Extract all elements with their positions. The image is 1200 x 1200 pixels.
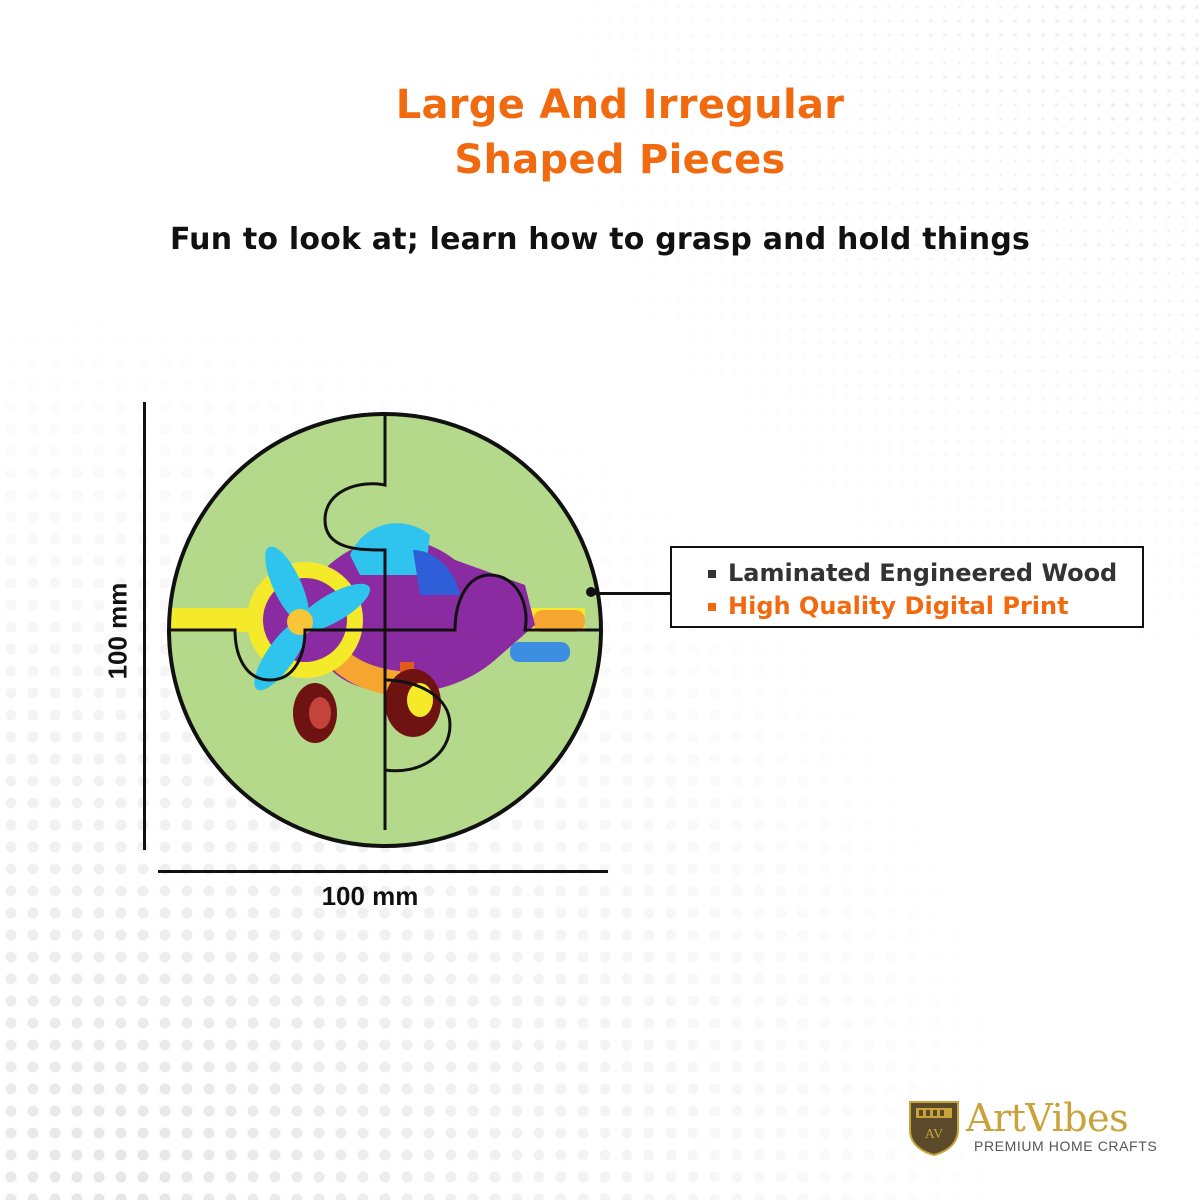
- title-line-2: Shaped Pieces: [454, 137, 786, 183]
- spec-leader-line: [591, 592, 673, 595]
- spec-material: Laminated Engineered Wood: [708, 557, 1142, 590]
- brand-name: ArtVibes: [966, 1096, 1129, 1140]
- page-title: Large And Irregular Shaped Pieces: [0, 78, 1200, 188]
- spec-print-label: High Quality Digital Print: [728, 592, 1069, 620]
- puzzle-illustration: [167, 412, 603, 848]
- title-line-1: Large And Irregular: [395, 82, 845, 128]
- bullet-icon: [708, 602, 716, 611]
- spec-leader-dot: [586, 587, 596, 597]
- height-label: 100 mm: [102, 582, 133, 680]
- spec-material-label: Laminated Engineered Wood: [728, 559, 1118, 587]
- spec-print: High Quality Digital Print: [708, 590, 1142, 623]
- height-dimension-line: [143, 402, 146, 850]
- brand-tagline: PREMIUM HOME CRAFTS: [974, 1138, 1158, 1154]
- bullet-icon: [708, 569, 716, 578]
- shield-icon: AV: [909, 1101, 959, 1156]
- spec-box: Laminated Engineered Wood High Quality D…: [670, 546, 1144, 628]
- width-dimension-line: [158, 870, 608, 873]
- brand-monogram: AV: [925, 1127, 943, 1142]
- subtitle: Fun to look at; learn how to grasp and h…: [169, 222, 1031, 257]
- width-label: 100 mm: [321, 881, 419, 911]
- brand-logo: AV ArtVibes PREMIUM HOME CRAFTS: [908, 1096, 1178, 1162]
